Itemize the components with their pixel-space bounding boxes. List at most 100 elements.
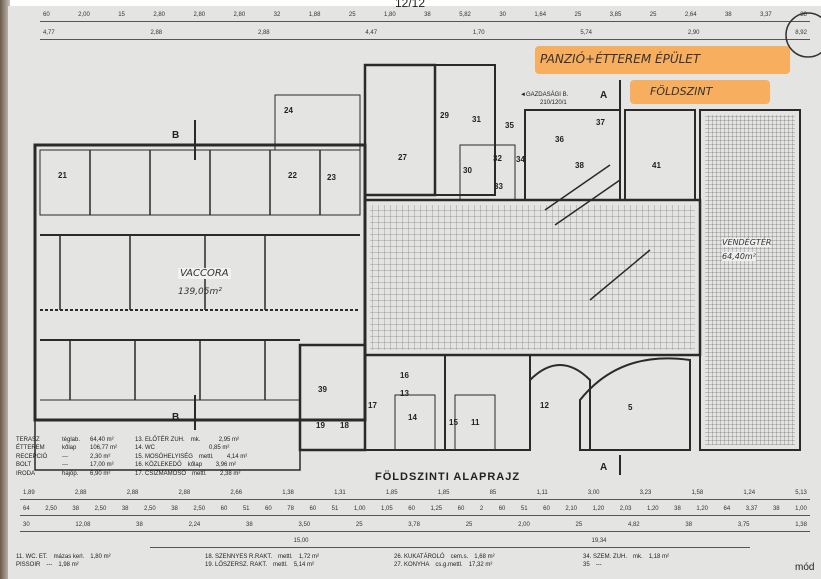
legend-cell: RECEPCIÓ bbox=[16, 453, 48, 460]
room-number: 16 bbox=[400, 371, 409, 380]
storage-dim: 210/120/1 bbox=[540, 100, 567, 106]
dimension-label: 2,00 bbox=[78, 12, 90, 18]
page-number: 12/12 bbox=[395, 0, 426, 10]
room-number: 22 bbox=[288, 171, 297, 180]
room-number: 19 bbox=[316, 421, 325, 430]
subtitle-highlight bbox=[630, 80, 770, 104]
dimension-label: 3,37 bbox=[745, 506, 758, 512]
dimension-label: 60 bbox=[498, 506, 506, 512]
legend-cell: 2,38 m² bbox=[220, 470, 241, 477]
legend-cell: --- bbox=[62, 453, 68, 460]
dimension-label: 2,66 bbox=[230, 490, 243, 496]
room-number: 37 bbox=[596, 118, 605, 127]
legend-row: BOLT---17,00 m² bbox=[16, 461, 117, 469]
dimension-label: 60 bbox=[43, 12, 50, 18]
storage-note: ◄GAZDASÁGI B. bbox=[520, 92, 569, 98]
dimension-label: 2,88 bbox=[74, 490, 87, 496]
dimension-label: 8,92 bbox=[795, 30, 807, 36]
dimension-label: 15 bbox=[118, 12, 125, 18]
legend-cell: 27. KONYHA bbox=[394, 562, 430, 569]
terrace-wall bbox=[699, 109, 801, 451]
dimension-label: 60 bbox=[265, 506, 272, 512]
dimension-label: 1,00 bbox=[795, 506, 807, 512]
legend-cell: 64,40 m² bbox=[90, 437, 114, 443]
room-number: 27 bbox=[398, 153, 407, 162]
legend-entry: 35 --- bbox=[583, 561, 758, 569]
dimension-label: 3,85 bbox=[609, 12, 622, 18]
dimension-label: 2,80 bbox=[153, 12, 166, 18]
legend-row: 16. KÖZLEKEDŐ kőlap 3,96 m² bbox=[135, 461, 249, 469]
dimension-label: 1,89 bbox=[23, 490, 35, 496]
legend-entry: 11. WC. ET.mázas kerl.1,80 m² bbox=[16, 553, 191, 561]
dimension-label: 2,10 bbox=[565, 506, 578, 512]
section-marker-a-top: A bbox=[600, 90, 607, 101]
legend-cell: 0,85 m² bbox=[209, 445, 230, 452]
legend-cell: --- bbox=[595, 562, 602, 569]
dimension-label: 2,64 bbox=[684, 12, 697, 18]
legend-row: 13. ELŐTÉR ZUH.mk.2,95 m² bbox=[135, 436, 249, 444]
dimension-label: 2,24 bbox=[188, 522, 201, 528]
dimension-label: 2,03 bbox=[619, 506, 632, 512]
legend-entry: PISSOIR---1,98 m² bbox=[16, 561, 191, 569]
dimension-label: 2,90 bbox=[687, 30, 700, 36]
dimension-label: 2,50 bbox=[94, 506, 107, 512]
room-number: 34 bbox=[516, 155, 525, 164]
terrace-label: VENDÉGTÉR bbox=[722, 238, 772, 247]
dimension-label: 25 bbox=[465, 522, 473, 528]
dimension-label: 78 bbox=[287, 506, 294, 512]
dimension-label: 5,74 bbox=[580, 30, 593, 36]
legend-cell: mettl. bbox=[198, 453, 214, 460]
dimension-label: 38 bbox=[674, 506, 681, 512]
dimension-label: 1,31 bbox=[334, 490, 346, 496]
room-number: 21 bbox=[58, 171, 67, 180]
legend-cell: 106,77 m² bbox=[90, 445, 118, 452]
dimension-label: 1,24 bbox=[743, 490, 756, 496]
dimension-label: 3,50 bbox=[298, 522, 311, 528]
legend-cell: kőlap bbox=[187, 462, 203, 469]
legend-cell: IRODA bbox=[16, 470, 36, 477]
dimension-label: 38 bbox=[800, 12, 807, 18]
legend-cell: 16. KÖZLEKEDŐ bbox=[135, 462, 182, 469]
dining-area: 139,05m² bbox=[178, 287, 222, 297]
dimension-label: 60 bbox=[220, 506, 228, 512]
legend-row: RECEPCIÓ --- 2,30 m² bbox=[16, 453, 117, 461]
room-number: 35 bbox=[505, 121, 514, 130]
dimension-label: 60 bbox=[309, 506, 317, 512]
dimension-label: 38 bbox=[72, 506, 80, 512]
room-number: 13 bbox=[400, 389, 409, 398]
room-number: 36 bbox=[555, 135, 564, 144]
dimension-label: 38 bbox=[685, 522, 693, 528]
dimension-label: 3,23 bbox=[639, 490, 652, 496]
dimension-label: 2,50 bbox=[45, 506, 57, 512]
dimension-label: 1,85 bbox=[385, 490, 398, 496]
legend-cell: --- bbox=[46, 562, 53, 569]
legend-cell: 14. WC bbox=[135, 445, 156, 452]
dimension-label: 2,50 bbox=[193, 506, 206, 512]
legend-cell: 35 bbox=[583, 562, 590, 569]
section-marker-b-bottom: B bbox=[172, 412, 179, 423]
legend-cell: 3,96 m² bbox=[215, 462, 237, 469]
dining-label: VACCORA bbox=[178, 268, 231, 279]
dimension-label: 64 bbox=[23, 506, 30, 512]
legend-cell: cs.g.mettl. bbox=[435, 562, 463, 569]
dimension-label: 12,08 bbox=[75, 522, 91, 528]
dimension-label: 2,50 bbox=[144, 506, 156, 512]
dimension-label: 38 bbox=[424, 12, 431, 18]
dimension-label: 19,34 bbox=[591, 538, 607, 544]
legend-cell: ÉTTEREM bbox=[16, 445, 45, 452]
floor-title: FÖLDSZINT bbox=[650, 85, 713, 98]
legend-cell: 2,30 m² bbox=[90, 453, 111, 460]
dimension-label: 2,88 bbox=[150, 30, 163, 36]
dimension-label: 15,00 bbox=[293, 538, 309, 544]
corner-note: mód bbox=[795, 562, 815, 573]
dimension-label: 60 bbox=[408, 506, 415, 512]
legend-cell: 17,00 m² bbox=[90, 462, 114, 469]
dimension-label: 2 bbox=[479, 506, 484, 512]
legend-cell: 4,14 m² bbox=[226, 453, 248, 460]
dimension-label: 2,88 bbox=[126, 490, 139, 496]
